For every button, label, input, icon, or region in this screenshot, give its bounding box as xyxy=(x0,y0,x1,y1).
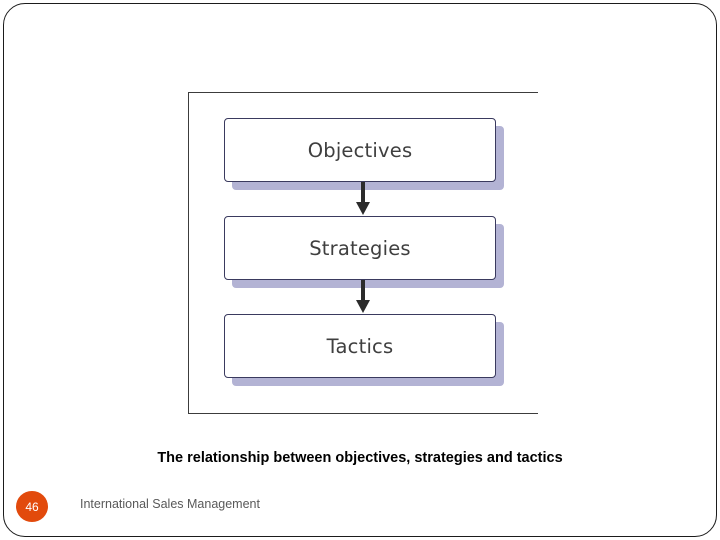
slide-number-badge: 46 xyxy=(16,491,48,522)
node-label: Strategies xyxy=(309,236,411,260)
arrow-stem xyxy=(361,182,365,204)
footer-course-title: International Sales Management xyxy=(80,497,260,511)
diagram-node-strategies[interactable]: Strategies xyxy=(224,216,504,288)
node-label: Tactics xyxy=(326,334,394,358)
diagram-outline xyxy=(188,92,538,414)
arrow-head xyxy=(356,202,370,215)
down-arrow-icon xyxy=(356,280,370,314)
node-label: Objectives xyxy=(307,138,413,162)
diagram-node-objectives[interactable]: Objectives xyxy=(224,118,504,190)
arrow-head xyxy=(356,300,370,313)
down-arrow-icon xyxy=(356,182,370,216)
node-box: Strategies xyxy=(224,216,496,280)
arrow-stem xyxy=(361,280,365,302)
node-box: Objectives xyxy=(224,118,496,182)
diagram-node-tactics[interactable]: Tactics xyxy=(224,314,504,386)
diagram-caption: The relationship between objectives, str… xyxy=(157,450,563,466)
diagram-container: Objectives Strategies Tactics xyxy=(188,92,538,414)
node-box: Tactics xyxy=(224,314,496,378)
